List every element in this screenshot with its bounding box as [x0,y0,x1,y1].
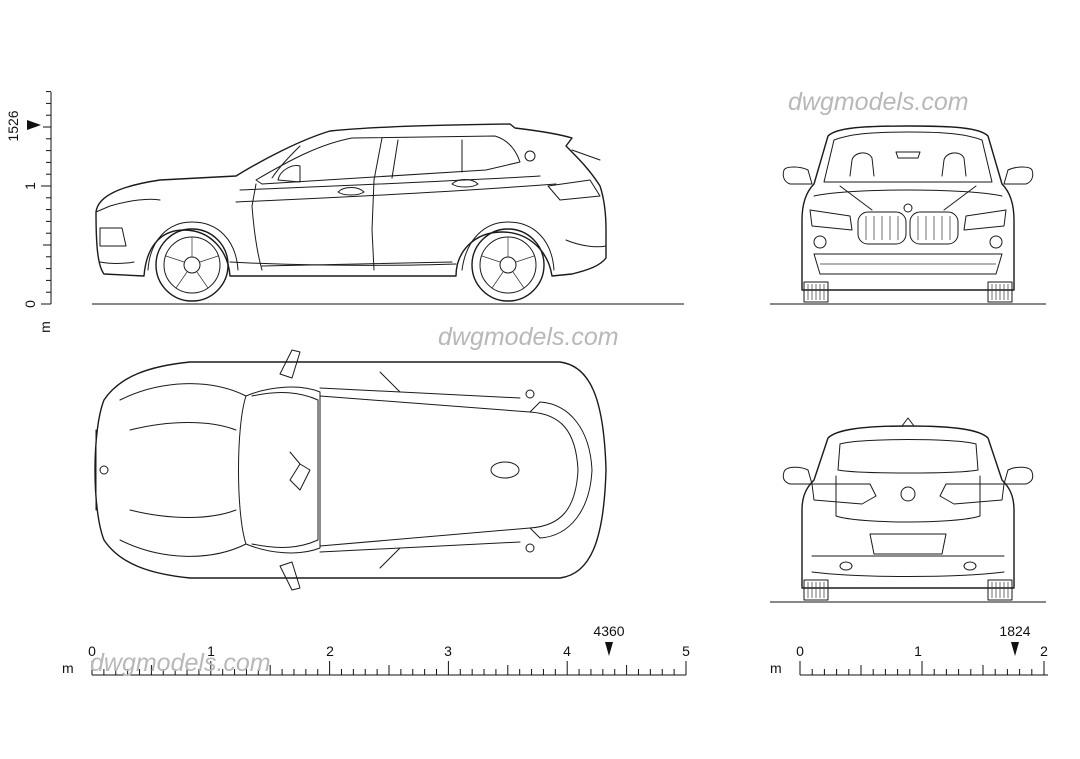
width-scale: m 0 1 2 1824 [770,623,1048,676]
width-scale-label-1: 1 [914,643,922,659]
width-scale-marker-icon [1011,642,1019,656]
length-scale: m 0 1 2 3 4 5 4360 [62,623,690,676]
front-view [782,125,1034,303]
vertical-scale-label-0: 0 [22,300,38,308]
width-scale-unit: m [770,660,782,676]
watermark-top-right: dwgmodels.com [788,88,969,116]
vertical-scale-label-1: 1 [22,182,38,190]
vertical-scale-marker-label: 1526 [5,110,21,141]
length-scale-label-2: 2 [326,643,334,659]
rear-view [782,417,1034,601]
length-scale-label-0: 0 [88,643,96,659]
vertical-scale: 0 1 1526 m [5,91,53,333]
vertical-scale-marker-icon [27,120,41,130]
length-scale-marker-label: 4360 [593,623,624,639]
watermark-center: dwgmodels.com [438,323,619,351]
side-view-front-wheel [155,228,229,302]
length-scale-label-4: 4 [563,643,571,659]
watermark-bottom-left: dwgmodels.com [90,649,271,677]
top-view [94,349,607,591]
length-scale-marker-icon [605,642,613,656]
vertical-scale-unit: m [37,321,53,333]
width-scale-marker-label: 1824 [999,623,1030,639]
length-scale-unit: m [62,660,74,676]
side-view [95,123,607,302]
length-scale-label-1: 1 [207,643,215,659]
length-scale-label-3: 3 [444,643,452,659]
side-view-rear-wheel [471,228,545,302]
width-scale-label-2: 2 [1040,643,1048,659]
length-scale-label-5: 5 [682,643,690,659]
width-scale-label-0: 0 [796,643,804,659]
